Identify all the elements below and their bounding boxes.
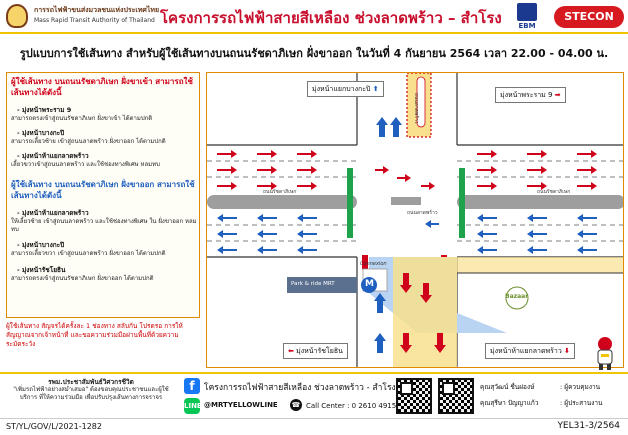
facebook-page-link[interactable]: โครงการรถไฟฟ้าสายสีเหลือง ช่วงลาดพร้าว -… [204, 383, 396, 393]
direction-rama9: มุ่งหน้าพระราม 9 ➡ [495, 87, 566, 103]
mrt-symbol: M [365, 279, 374, 289]
stecon-logo: STECON [554, 6, 624, 28]
outbound-section-title: ผู้ใช้เส้นทาง บนถนนรัชดาภิเษก ฝั่งขาออก … [11, 180, 195, 200]
call-center-text: Call Center : 0 2610 4915 กด 2 [306, 402, 414, 410]
phone-icon: ☎ [290, 399, 302, 411]
project-title: โครงการรถไฟฟ้าสายสีเหลือง ช่วงลาดพร้าว –… [160, 9, 502, 27]
road-label-ratchada: ถนนรัชดาภิเษก [263, 189, 297, 195]
direction-ha-yaek-ladprao: มุ่งหน้าห้าแยกลาดพร้าว ⬇ [485, 343, 575, 359]
pr-unit: รพม.ประชาสัมพันธ์วิศวกรชีวิต "เพิ่มรถไฟฟ… [6, 378, 176, 402]
road-label-ratchada: ถนนรัชดาภิเษก [537, 189, 571, 195]
mascot-icon [597, 337, 613, 370]
inbound-section-title: ผู้ใช้เส้นทาง บนถนนรัชดาภิเษก ฝั่งขาเข้า… [11, 77, 193, 97]
mrt-sign [361, 277, 377, 293]
outbound-item-desc: ให้เลี้ยวซ้าย เข้าสู่ถนนลาดพร้าว และใช้ช… [11, 218, 197, 233]
work-zone-right [457, 257, 623, 273]
doc-code-right: YEL31-3/2564 [557, 421, 620, 431]
traffic-arrows-red [217, 150, 597, 353]
contact-bar: รพม.ประชาสัมพันธ์วิศวกรชีวิต "เพิ่มรถไฟฟ… [0, 372, 628, 418]
page-subtitle: รูปแบบการใช้เส้นทาง สำหรับผู้ใช้เส้นทางบ… [19, 47, 609, 60]
arrow-down-icon: ⬇ [564, 347, 570, 355]
org-name-thai: การรถไฟฟ้าขนส่งมวลชนแห่งประเทศไทย [34, 6, 160, 14]
ebm-logo: EBM [510, 3, 544, 31]
org-name-english: Mass Rapid Transit Authority of Thailand [34, 17, 155, 24]
bazaar-logo [505, 286, 529, 310]
arrow-up-icon: ⬆ [372, 85, 379, 93]
signal-red [362, 255, 368, 269]
header-bar: การรถไฟฟ้าขนส่งมวลชนแห่งประเทศไทย Mass R… [0, 0, 628, 34]
inbound-item-desc: สามารถเลี้ยวซ้าย เข้าสู่ถนนลาดพร้าว ฝั่ง… [11, 138, 166, 145]
arrow-right-icon: ➡ [554, 91, 561, 99]
footer-bar: ST/YL/GOV/L/2021-1282 YEL31-3/2564 [0, 418, 628, 435]
signal-green-left [347, 168, 353, 238]
contact-person-1: คุณสุวัฒน์ ชื่นผ่องษ์ [480, 383, 535, 391]
signal-green-right [459, 168, 465, 238]
route-info-panel: ผู้ใช้เส้นทาง บนถนนรัชดาภิเษก ฝั่งขาเข้า… [6, 72, 200, 318]
notice-text: ผู้ใช้เส้นทาง สัญจรได้ครั้งละ 1 ช่องทาง … [6, 322, 183, 348]
center-island [391, 197, 421, 205]
intersection-diagram: มุ่งหน้าแยกบางกะปิ ⬆ มุ่งหน้าพระราม 9 ➡ … [206, 72, 624, 368]
contact-role-2: : ผู้ประสานงาน [560, 399, 603, 407]
inbound-item-title: - มุ่งหน้าบางกะปิ [17, 129, 65, 137]
pr-unit-title: รพม.ประชาสัมพันธ์วิศวกรชีวิต [48, 378, 134, 386]
outbound-item-desc: สามารถเลี้ยวขวา เข้าสู่ถนนลาดพร้าว ฝั่งข… [11, 250, 166, 257]
direction-ratchayothin: ⬅ มุ่งหน้ารัชโยธิน [283, 343, 348, 359]
facebook-icon: f [184, 378, 200, 394]
outbound-item-title: - มุ่งหน้าบางกะปิ [17, 241, 65, 249]
doc-code-left: ST/YL/GOV/L/2021-1282 [6, 422, 102, 431]
outbound-item-title: - มุ่งหน้ารัชโยธิน [17, 266, 66, 274]
contact-role-1: : ผู้ควบคุมงาน [560, 383, 601, 391]
direction-bangkapi: มุ่งหน้าแยกบางกะปิ ⬆ [307, 81, 384, 97]
intersection-map [207, 73, 623, 367]
direction-label: มุ่งหน้าห้าแยกลาดพร้าว [490, 347, 562, 355]
contact-person-2: คุณสุรีษา ปัญญาแก้ว [480, 399, 539, 407]
outbound-item-desc: สามารถตรงเข้าสู่ถนนรัชดาภิเษก ฝั่งขาออก … [11, 275, 154, 282]
inbound-item-desc: เลี้ยวขวาเข้าสู่ถนนลาดพร้าว และใช้ช่องทา… [11, 161, 160, 168]
bazaar-label: Bazaar [505, 293, 529, 300]
mrta-logo: การรถไฟฟ้าขนส่งมวลชนแห่งประเทศไทย Mass R… [4, 2, 159, 32]
work-zone-bottom [393, 257, 457, 367]
direction-label: มุ่งหน้าแยกบางกะปิ [312, 85, 371, 93]
park-ride-label: Park & ride MRT [291, 281, 335, 287]
qr-code-facebook[interactable] [396, 378, 432, 414]
inbound-item-title: - มุ่งหน้าพระราม 9 [17, 106, 72, 114]
pr-unit-desc: "เพิ่มรถไฟฟ้าอย่างสม่ำเสมอ" ต้องขอบคุณปร… [13, 386, 169, 401]
direction-label: มุ่งหน้าพระราม 9 [500, 91, 553, 99]
connexion-label: Connexion [360, 261, 387, 267]
line-account-link[interactable]: @MRTYELLOWLINE [204, 401, 278, 409]
arrow-left-icon: ⬅ [288, 347, 294, 355]
median-right [457, 195, 623, 209]
direction-label: มุ่งหน้ารัชโยธิน [296, 347, 343, 355]
inbound-item-desc: สามารถตรงเข้าสู่ถนนรัชดาภิเษก ฝั่งขาเข้า… [11, 115, 153, 122]
traffic-arrows-blue [217, 117, 597, 353]
mrta-emblem-icon [6, 4, 28, 28]
road-label-ladprao: ถนนลาดพร้าว [413, 93, 419, 124]
ebm-label: EBM [518, 22, 536, 30]
qr-code-line[interactable] [438, 378, 474, 414]
road-label-ladprao: ถนนลาดพร้าว [407, 210, 438, 216]
barrier-top [416, 76, 426, 128]
outbound-item-title: - มุ่งหน้าห้าแยกลาดพร้าว [17, 209, 89, 217]
ebm-emblem-icon [517, 3, 537, 21]
park-ride-sign [287, 277, 357, 293]
line-icon: LINE [184, 398, 202, 414]
median-left [207, 195, 357, 209]
inbound-item-title: - มุ่งหน้าห้าแยกลาดพร้าว [17, 152, 89, 160]
